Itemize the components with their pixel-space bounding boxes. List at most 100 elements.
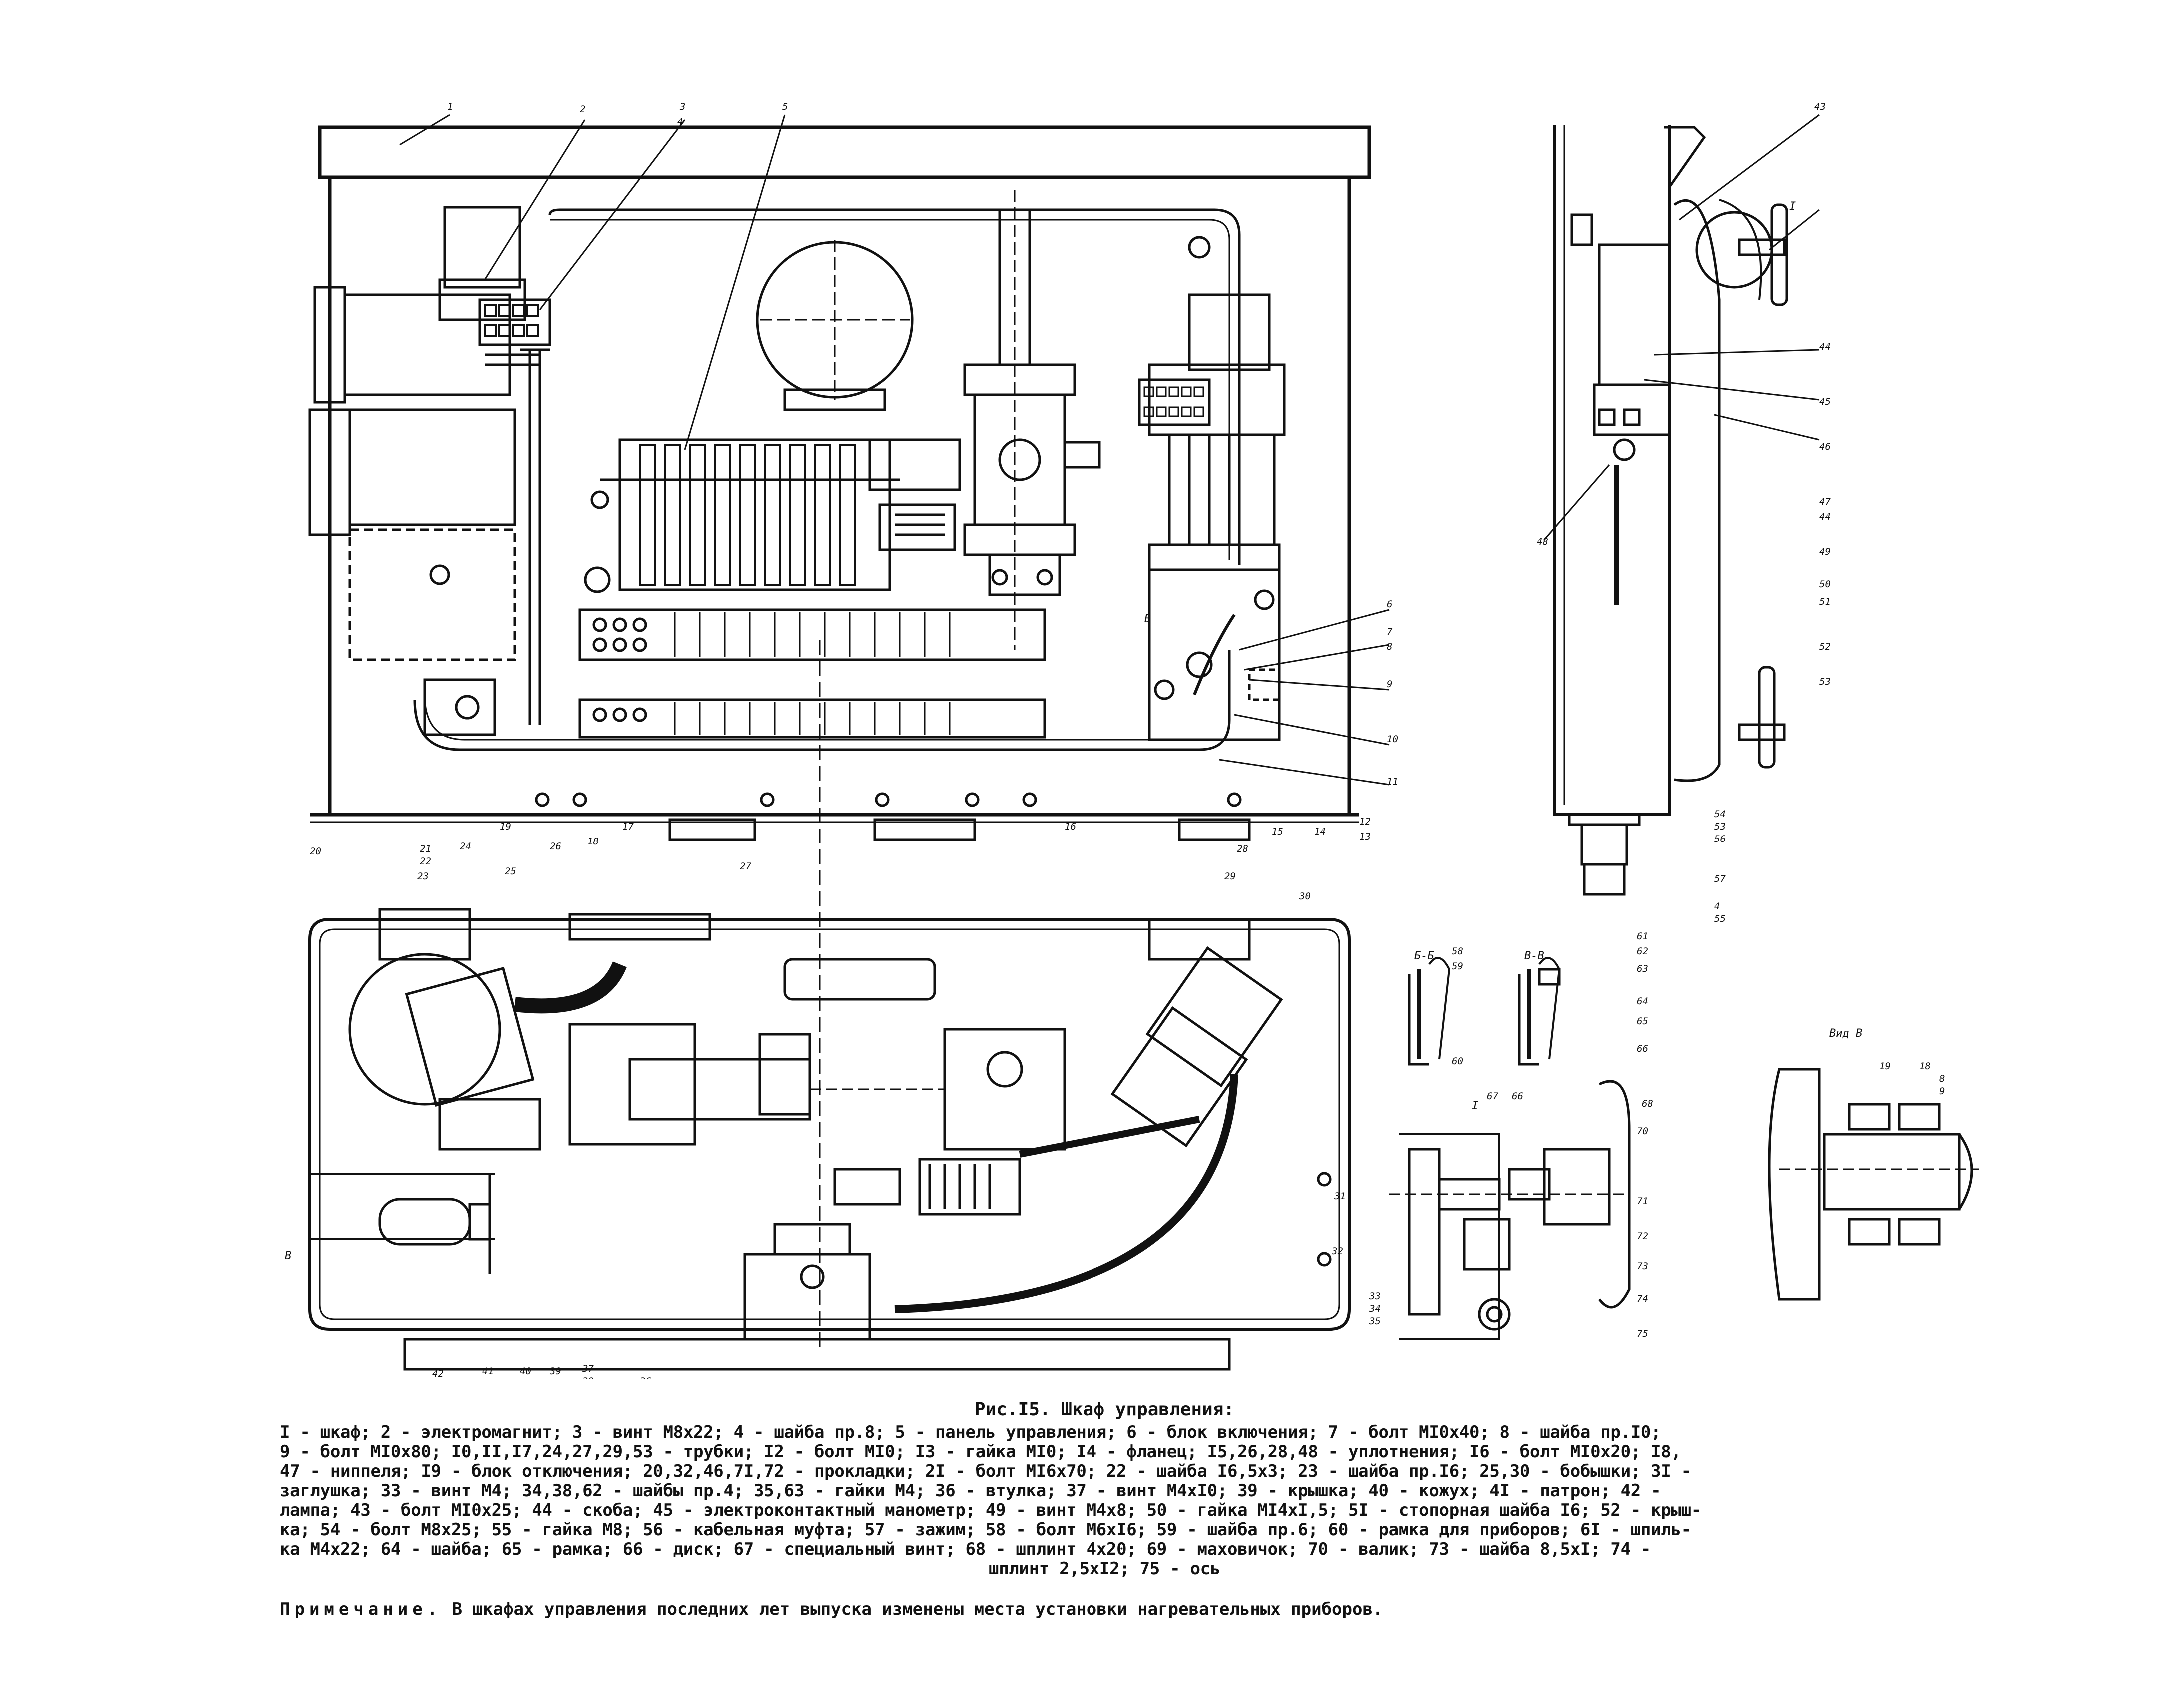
- svg-text:57: 57: [1714, 873, 1726, 884]
- svg-text:75: 75: [1637, 1328, 1648, 1339]
- svg-text:49: 49: [1819, 546, 1831, 557]
- svg-text:37: 37: [582, 1363, 594, 1374]
- svg-text:33: 33: [1369, 1291, 1381, 1302]
- svg-text:3: 3: [679, 101, 685, 112]
- svg-text:14: 14: [1314, 826, 1326, 837]
- svg-text:62: 62: [1637, 946, 1648, 957]
- svg-text:15: 15: [1272, 826, 1283, 837]
- svg-text:11: 11: [1387, 776, 1398, 787]
- svg-text:12: 12: [1359, 816, 1371, 827]
- cabinet-lid: [318, 125, 1371, 179]
- svg-text:53: 53: [1819, 676, 1831, 687]
- svg-text:40: 40: [520, 1366, 531, 1377]
- front-view: [308, 125, 1371, 841]
- svg-text:63: 63: [1637, 963, 1648, 974]
- svg-text:4: 4: [1714, 901, 1720, 912]
- svg-text:45: 45: [1819, 396, 1831, 407]
- svg-text:25: 25: [505, 866, 516, 877]
- svg-text:36: 36: [639, 1376, 651, 1379]
- svg-text:50: 50: [1819, 579, 1831, 590]
- svg-text:47: 47: [1819, 496, 1831, 507]
- svg-text:44: 44: [1819, 511, 1831, 522]
- svg-text:56: 56: [1714, 834, 1726, 844]
- svg-text:39: 39: [549, 1366, 561, 1377]
- legend-line: лампа; 43 - болт МI0х25; 44 - скоба; 45 …: [280, 1500, 1701, 1520]
- svg-text:19: 19: [1879, 1061, 1891, 1072]
- legend-line-last: шплинт 2,5хI2; 75 - ось: [989, 1559, 1220, 1579]
- svg-text:6: 6: [1387, 599, 1392, 610]
- svg-text:72: 72: [1637, 1231, 1648, 1242]
- svg-text:44: 44: [1819, 341, 1831, 352]
- svg-text:2: 2: [580, 104, 585, 115]
- svg-text:46: 46: [1819, 441, 1831, 452]
- cabinet-body: [328, 177, 1351, 815]
- svg-text:18: 18: [1919, 1061, 1931, 1072]
- terminal-rail-upper: [578, 608, 1046, 661]
- note: Примечание. В шкафах управления последни…: [280, 1599, 1929, 1619]
- legend-line: ка М4х22; 64 - шайба; 65 - рамка; 66 - д…: [280, 1539, 1651, 1559]
- section-b-b: [1408, 957, 1451, 1066]
- svg-text:I: I: [1472, 1100, 1478, 1112]
- svg-text:8: 8: [1387, 641, 1392, 652]
- svg-text:61: 61: [1637, 931, 1648, 942]
- svg-text:17: 17: [622, 821, 634, 832]
- svg-text:Б-Б: Б-Б: [1414, 950, 1434, 962]
- svg-text:42: 42: [432, 1368, 444, 1379]
- svg-text:В-В: В-В: [1524, 950, 1544, 962]
- svg-text:18: 18: [587, 836, 599, 847]
- svg-text:8: 8: [1939, 1073, 1945, 1084]
- section-v-v: [1518, 957, 1561, 1066]
- svg-text:43: 43: [1814, 101, 1826, 112]
- svg-text:58: 58: [1452, 946, 1463, 957]
- side-view: [1553, 125, 1788, 896]
- gearbox: [973, 393, 1066, 526]
- svg-text:1: 1: [447, 101, 453, 112]
- control-panel: [618, 438, 891, 591]
- svg-text:5: 5: [782, 101, 788, 112]
- legend-line: заглушка; 33 - винт М4; 34,38,62 - шайбы…: [280, 1481, 1661, 1501]
- svg-text:27: 27: [740, 861, 751, 872]
- svg-text:53: 53: [1714, 821, 1726, 832]
- note-text: В шкафах управления последних лет выпуск…: [452, 1599, 1383, 1619]
- svg-text:52: 52: [1819, 641, 1831, 652]
- svg-text:66: 66: [1637, 1043, 1648, 1054]
- svg-text:9: 9: [1387, 679, 1392, 690]
- legend-line: 47 - ниппеля; I9 - блок отключения; 20,3…: [280, 1461, 1691, 1481]
- svg-text:55: 55: [1714, 913, 1726, 924]
- svg-text:26: 26: [550, 841, 561, 852]
- svg-text:20: 20: [310, 846, 321, 857]
- svg-text:В: В: [285, 1250, 291, 1262]
- svg-text:16: 16: [1065, 821, 1076, 832]
- svg-text:70: 70: [1637, 1126, 1648, 1137]
- svg-text:28: 28: [1237, 843, 1248, 854]
- legend-line: I - шкаф; 2 - электромагнит; 3 - винт М8…: [280, 1422, 1661, 1442]
- svg-text:41: 41: [482, 1366, 494, 1377]
- figure-legend: I - шкаф; 2 - электромагнит; 3 - винт М8…: [280, 1423, 1929, 1579]
- svg-text:54: 54: [1714, 809, 1726, 820]
- terminal-rail-lower: [578, 698, 1046, 739]
- svg-text:32: 32: [1331, 1246, 1343, 1257]
- svg-text:60: 60: [1452, 1056, 1463, 1067]
- svg-text:31: 31: [1334, 1191, 1346, 1202]
- svg-text:13: 13: [1359, 831, 1371, 842]
- svg-text:30: 30: [1299, 891, 1311, 902]
- technical-drawing: 1 2 3 4 5 6 7 8 9 10 11 12 13 14 15 16 1…: [285, 101, 1979, 1379]
- detail-i: [1389, 1080, 1631, 1340]
- legend-line: ка; 54 - болт М8х25; 55 - гайка М8; 56 -…: [280, 1520, 1691, 1540]
- svg-text:66: 66: [1512, 1091, 1523, 1102]
- view-v: [1768, 1068, 1979, 1301]
- svg-text:22: 22: [420, 856, 431, 867]
- note-label: Примечание.: [280, 1599, 442, 1619]
- svg-text:В: В: [1144, 613, 1151, 625]
- svg-text:71: 71: [1637, 1196, 1648, 1207]
- legend-line: 9 - болт МI0х80; I0,II,I7,24,27,29,53 - …: [280, 1442, 1681, 1462]
- svg-text:24: 24: [460, 841, 471, 852]
- svg-text:64: 64: [1637, 996, 1648, 1007]
- svg-text:4: 4: [677, 116, 683, 127]
- plan-view: [308, 640, 1351, 1371]
- svg-text:19: 19: [500, 821, 511, 832]
- callouts: 1 2 3 4 5 6 7 8 9 10 11 12 13 14 15 16 1…: [285, 101, 1945, 1379]
- svg-text:I: I: [1789, 200, 1796, 213]
- svg-text:48: 48: [1537, 536, 1548, 547]
- svg-text:51: 51: [1819, 596, 1831, 607]
